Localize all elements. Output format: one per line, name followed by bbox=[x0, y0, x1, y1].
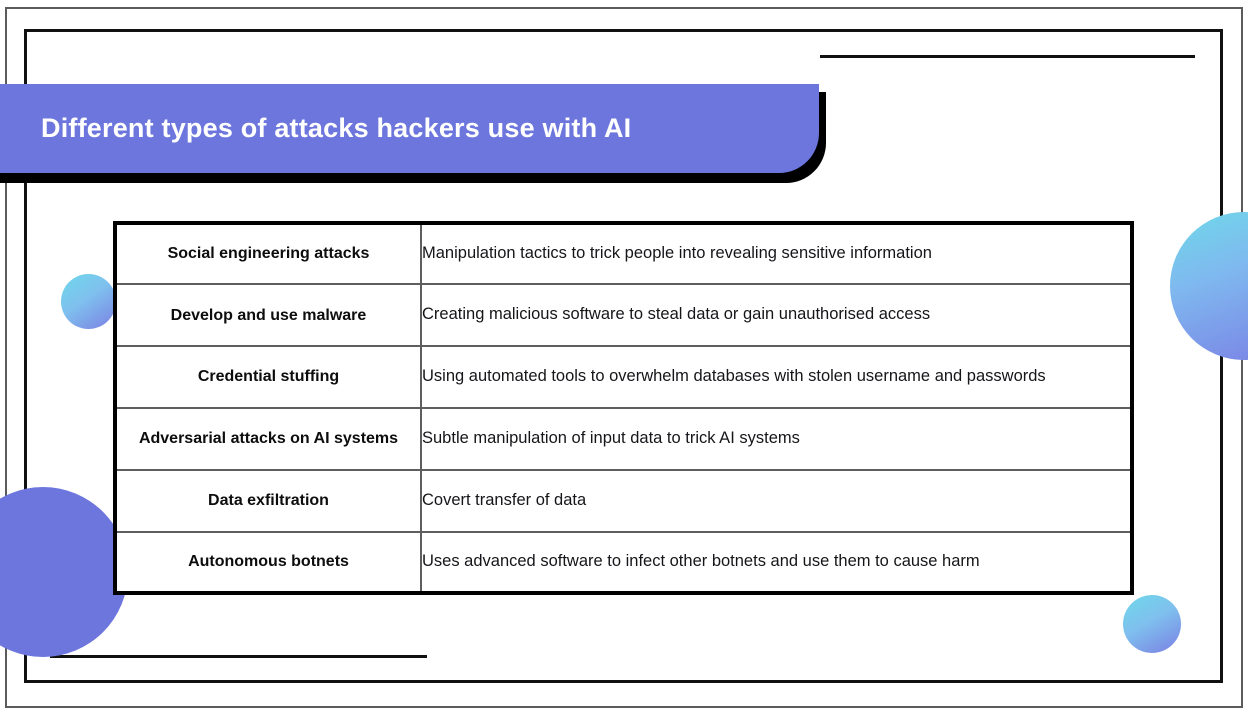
attack-description: Manipulation tactics to trick people int… bbox=[421, 225, 1130, 286]
attack-description: Covert transfer of data bbox=[421, 469, 1130, 533]
table-row: Adversarial attacks on AI systems Subtle… bbox=[117, 407, 1130, 471]
attack-description: Uses advanced software to infect other b… bbox=[422, 551, 980, 570]
decorative-circle-right-large bbox=[1170, 212, 1248, 360]
attack-description: Creating malicious software to steal dat… bbox=[421, 284, 1130, 348]
decorative-rule-bottom-left bbox=[50, 655, 427, 658]
decorative-circle-left-small bbox=[61, 274, 116, 329]
table-row: Data exfiltration Covert transfer of dat… bbox=[117, 469, 1130, 533]
table-row: Autonomous botnets Uses advanced softwar… bbox=[117, 531, 1130, 591]
title-banner: Different types of attacks hackers use w… bbox=[0, 84, 819, 173]
page-title: Different types of attacks hackers use w… bbox=[41, 113, 632, 143]
decorative-rule-top-right bbox=[820, 55, 1195, 58]
attack-term: Develop and use malware bbox=[117, 284, 422, 348]
table-row: Credential stuffing Using automated tool… bbox=[117, 346, 1130, 409]
attack-description: Subtle manipulation of input data to tri… bbox=[421, 407, 1130, 471]
attack-term: Adversarial attacks on AI systems bbox=[117, 407, 422, 471]
decorative-circle-right-small bbox=[1123, 595, 1181, 653]
attack-types-table: Social engineering attacks Manipulation … bbox=[113, 221, 1134, 595]
attack-term: Credential stuffing bbox=[117, 346, 422, 409]
attack-term: Data exfiltration bbox=[117, 469, 422, 533]
attack-term: Autonomous botnets bbox=[117, 531, 422, 591]
attack-description: Using automated tools to overwhelm datab… bbox=[421, 346, 1130, 409]
decorative-circle-left-large bbox=[0, 487, 128, 657]
attack-term: Social engineering attacks bbox=[117, 225, 422, 286]
table-body: Social engineering attacks Manipulation … bbox=[117, 225, 1130, 591]
table-row: Social engineering attacks Manipulation … bbox=[117, 225, 1130, 286]
table-row: Develop and use malware Creating malicio… bbox=[117, 284, 1130, 348]
